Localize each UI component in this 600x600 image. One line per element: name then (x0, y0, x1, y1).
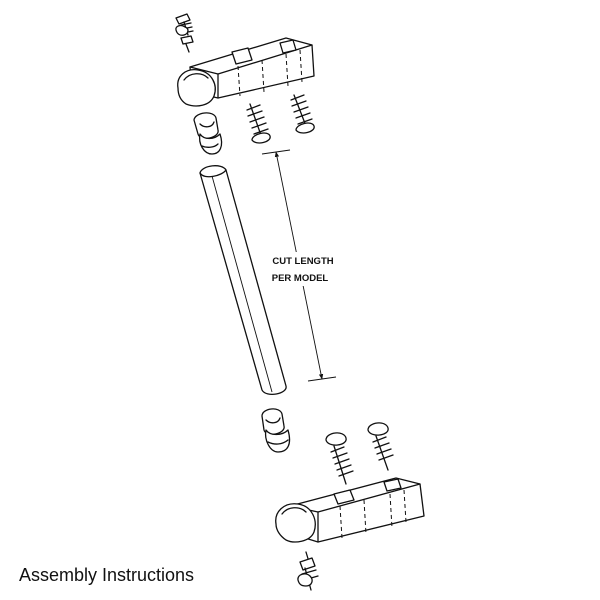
bottom-anchor-screw (297, 551, 319, 591)
top-end-cap (193, 112, 223, 155)
caption-title: Assembly Instructions (19, 565, 195, 585)
bottom-end-cap (261, 408, 291, 453)
dimension-label-line2: PER MODEL (272, 273, 329, 284)
top-screw-right (290, 94, 315, 134)
top-screw-left (246, 103, 271, 144)
bottom-screw-left (325, 432, 354, 485)
cut-rod (199, 165, 287, 396)
dimension-label-line1: CUT LENGTH (272, 256, 333, 267)
bottom-screw-right (367, 422, 394, 471)
top-bracket (177, 37, 315, 107)
cut-length-dimension: CUT LENGTH PER MODEL (261, 149, 344, 382)
bottom-bracket (275, 477, 425, 543)
top-anchor-screw (175, 13, 194, 53)
